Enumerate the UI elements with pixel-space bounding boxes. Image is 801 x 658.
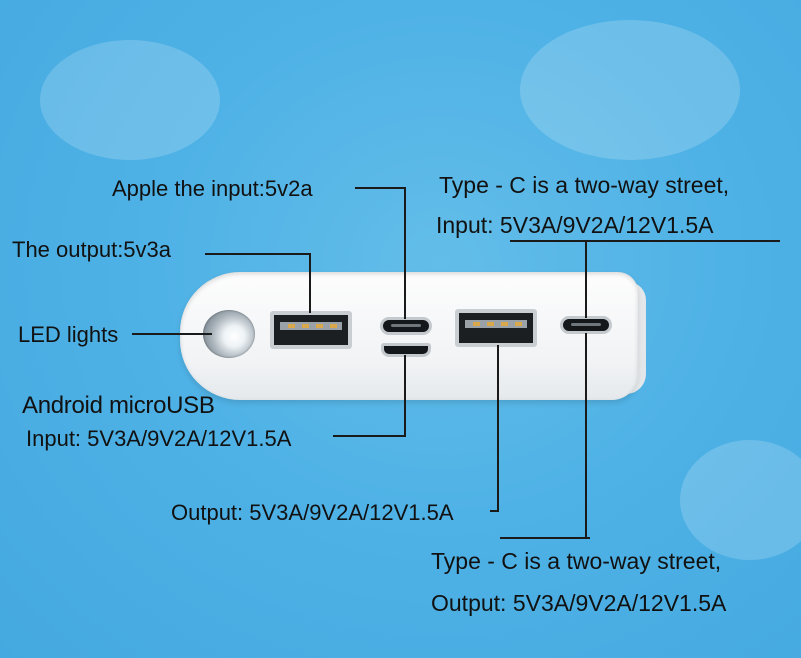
micro-usb-port — [381, 343, 431, 357]
type-c-port — [560, 316, 612, 334]
label-typec-top-line2: Input: 5V3A/9V2A/12V1.5A — [436, 212, 714, 238]
usb-tongue — [465, 320, 527, 328]
leader-typec-bottom-v — [585, 333, 587, 538]
power-bank-body — [180, 272, 638, 400]
usb-pin — [473, 322, 480, 326]
usb-pin — [288, 324, 295, 328]
label-android-input: Input: 5V3A/9V2A/12V1.5A — [26, 426, 292, 451]
leader-led-h — [132, 333, 212, 335]
leader-apple-h — [355, 187, 405, 189]
port-blade — [391, 324, 421, 327]
usb-pin — [330, 324, 337, 328]
background-blob — [520, 20, 740, 160]
leader-output-h — [205, 253, 310, 255]
leader-usba2-v — [497, 345, 499, 512]
usb-tongue — [280, 322, 342, 330]
leader-android-h — [333, 435, 406, 437]
background-blob — [40, 40, 220, 160]
leader-typec-bottom-h — [500, 537, 590, 539]
label-usba2-output: Output: 5V3A/9V2A/12V1.5A — [171, 500, 454, 525]
background-blob — [680, 440, 801, 560]
leader-apple-v — [404, 187, 406, 319]
leader-typec-top-v — [585, 240, 587, 318]
label-led: LED lights — [18, 322, 119, 347]
lightning-port — [380, 317, 432, 335]
label-typec-top-line1: Type - C is a two-way street, — [439, 172, 730, 198]
usb-pin — [487, 322, 494, 326]
label-typec-bottom-line1: Type - C is a two-way street, — [431, 548, 722, 574]
usb-a-port-2 — [455, 309, 537, 347]
label-apple-input: Apple the input:5v2a — [112, 176, 313, 201]
label-android: Android microUSB — [22, 392, 215, 419]
usb-pin — [515, 322, 522, 326]
usb-pin — [501, 322, 508, 326]
usb-pin — [302, 324, 309, 328]
usb-pin — [316, 324, 323, 328]
leader-usba2-h — [490, 510, 499, 512]
leader-typec-top-h — [510, 240, 780, 242]
leader-output-v — [309, 253, 311, 313]
label-output: The output:5v3a — [12, 237, 172, 262]
usb-a-port-1 — [270, 311, 352, 349]
leader-android-v — [404, 355, 406, 437]
label-typec-bottom-line2: Output: 5V3A/9V2A/12V1.5A — [431, 590, 727, 616]
port-blade — [571, 323, 601, 326]
